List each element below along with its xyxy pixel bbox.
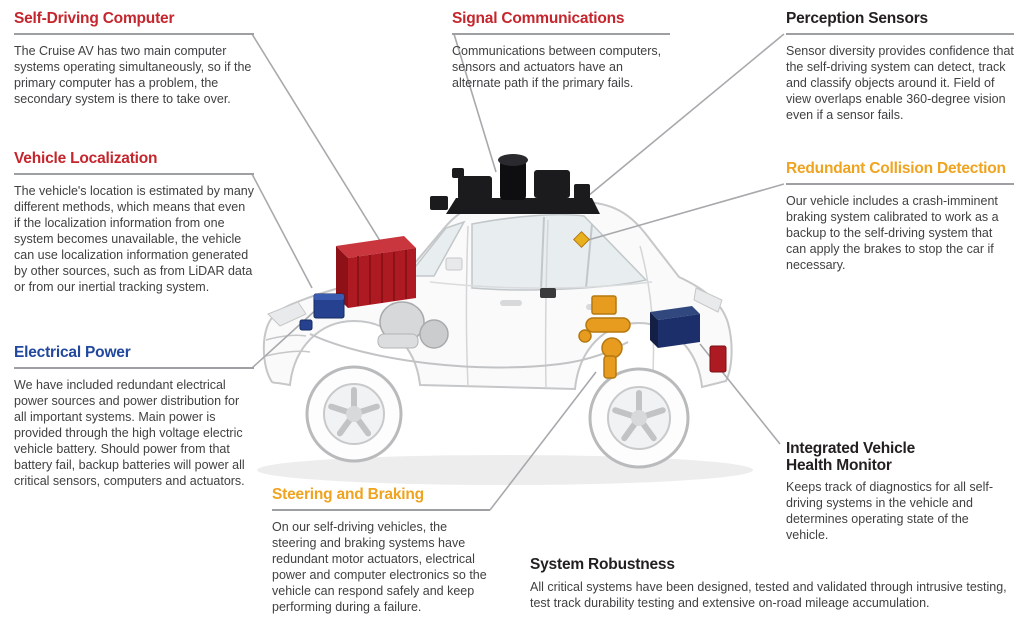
leader-perception-sensors [587,33,785,197]
leader-steering-and-braking [489,371,597,511]
leader-signal-communications [453,33,497,173]
electrical-power-module [299,293,345,331]
leader-electrical-power [251,307,319,369]
callout-title-steering-and-braking: Steering and Braking [272,486,424,503]
leader-self-driving-computer [251,33,383,245]
callout-title-perception-sensors: Perception Sensors [786,10,928,27]
rear-actuator-module [709,345,727,373]
callout-perception-sensors: Perception Sensors Sensor diversity prov… [786,10,1014,123]
callout-title-integrated-vehicle-health-monitor: Integrated Vehicle Health Monitor [786,440,916,474]
computer-module [336,236,416,308]
callout-title-vehicle-localization: Vehicle Localization [14,150,158,167]
callout-body-signal-communications: Communications between computers, sensor… [452,44,662,90]
b-pillar-line [540,216,545,291]
callout-signal-communications: Signal Communications Communications bet… [452,10,670,91]
callout-body-self-driving-computer: The Cruise AV has two main computer syst… [14,44,252,106]
callout-rule [786,33,1014,35]
callout-title-electrical-power: Electrical Power [14,344,131,361]
callout-title-signal-communications: Signal Communications [452,10,625,27]
door-handle-front [500,300,522,306]
headlight [267,301,307,327]
leader-vehicle-localization [251,173,313,289]
callout-title-redundant-collision-detection: Redundant Collision Detection [786,160,1006,177]
leader-redundant-collision-detection [587,183,785,241]
callout-redundant-collision-detection: Redundant Collision Detection Our vehicl… [786,160,1014,273]
car-illustration [262,198,733,469]
callout-body-electrical-power: We have included redundant electrical po… [14,378,245,488]
rear-computer-module [650,306,700,348]
callout-steering-and-braking: Steering and Braking On our self-driving… [272,486,490,615]
callout-body-redundant-collision-detection: Our vehicle includes a crash-imminent br… [786,194,999,272]
front-door-seam [465,225,469,387]
callout-body-perception-sensors: Sensor diversity provides confidence tha… [786,44,1014,122]
c-pillar-line [585,223,593,289]
roof-sensor-array [430,154,600,214]
callout-integrated-vehicle-health-monitor: Integrated Vehicle Health Monitor Keeps … [786,440,1008,543]
callout-rule [14,173,254,175]
rear-door-seam [544,219,549,389]
callout-title-self-driving-computer: Self-Driving Computer [14,10,175,27]
callout-self-driving-computer: Self-Driving Computer The Cruise AV has … [14,10,254,107]
steering-braking-module [578,295,631,379]
callout-body-vehicle-localization: The vehicle's location is estimated by m… [14,184,254,294]
side-glass [471,213,648,291]
callout-rule [786,183,1014,185]
callout-body-system-robustness: All critical systems have been designed,… [530,580,1007,610]
side-sensor [540,288,556,298]
callout-system-robustness: System Robustness All critical systems h… [530,556,1008,611]
windshield-glass [406,220,466,277]
taillight [693,287,723,313]
beltline [429,281,653,289]
callout-rule [272,509,490,511]
callout-body-steering-and-braking: On our self-driving vehicles, the steeri… [272,520,487,614]
side-mirror [445,257,463,271]
collision-sensor-marker [573,231,590,248]
callout-rule [14,367,254,369]
rear-wheel [588,367,690,469]
callout-vehicle-localization: Vehicle Localization The vehicle's locat… [14,150,254,295]
front-wheel [305,365,403,463]
callout-electrical-power: Electrical Power We have included redund… [14,344,254,489]
car-shadow [257,455,753,485]
callout-title-system-robustness: System Robustness [530,556,675,573]
callout-rule [14,33,254,35]
drivetrain-gray-parts [377,301,449,349]
grille-line-lower [265,350,311,357]
callout-rule [452,33,670,35]
callout-body-integrated-vehicle-health-monitor: Keeps track of diagnostics for all self-… [786,480,994,542]
